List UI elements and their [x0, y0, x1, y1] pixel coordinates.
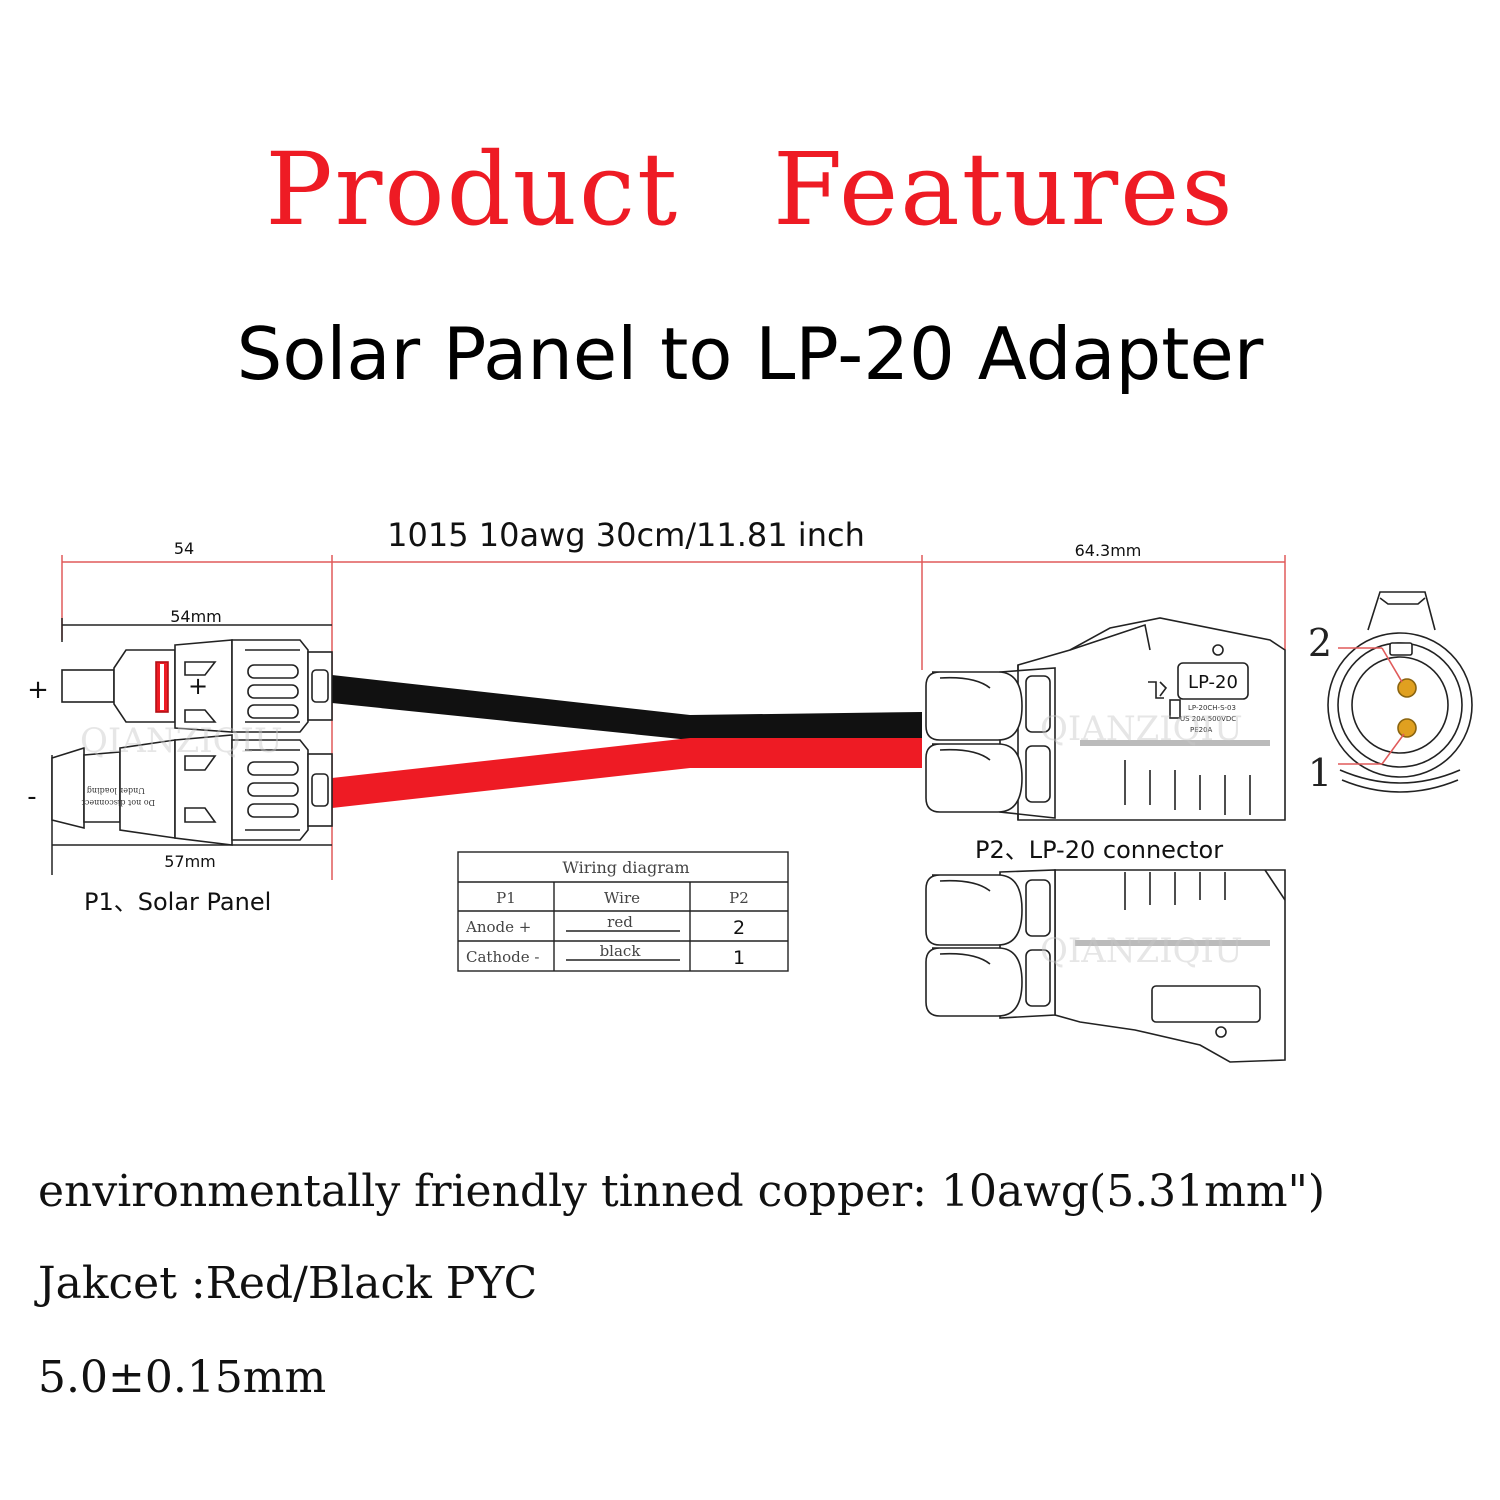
p1-male-plus-mark: + [188, 672, 208, 700]
spec-copper: environmentally friendly tinned copper: … [38, 1166, 1326, 1217]
polarity-minus: - [27, 782, 36, 812]
spec-diameter: 5.0±0.15mm [38, 1352, 327, 1403]
lp20-mark-line3: PE20A [1190, 726, 1213, 734]
wiring-header-wire: Wire [604, 889, 640, 907]
wiring-row2-wire: black [600, 942, 642, 960]
p1-female-warning-text: Do not disconnect Under loading [81, 786, 155, 807]
lp20-badge: LP-20 [1188, 672, 1238, 693]
lp20-connector-side [925, 869, 1286, 1063]
wire-black [332, 675, 922, 740]
polarity-plus: + [27, 675, 49, 705]
dim-cable: 1015 10awg 30cm/11.81 inch [387, 516, 865, 554]
watermark-2: QIANZIQIU [1040, 709, 1243, 749]
wiring-row2-p2: 1 [733, 947, 745, 969]
lp20-mark-line2: US 20A 500VDC [1180, 715, 1236, 723]
p1-female-connector [51, 734, 333, 846]
spec-jacket: Jakcet :Red/Black PYC [38, 1258, 538, 1309]
wiring-row1-wire: red [607, 913, 633, 931]
page-title: Product Features [265, 131, 1235, 248]
watermark-3: QIANZIQIU [1040, 931, 1243, 971]
wiring-row2-p1: Cathode - [466, 948, 539, 966]
p1-male-connector [61, 639, 333, 733]
dimension-lines [61, 555, 1286, 880]
dim-p2-total: 64.3mm [1075, 541, 1142, 560]
female-warning-line2: Under loading [87, 786, 145, 795]
dim-p1-female: 57mm [164, 852, 216, 871]
pin-2-label: 2 [1308, 621, 1332, 665]
wiring-row1-p2: 2 [733, 917, 745, 939]
wiring-header-p2: P2 [729, 889, 749, 907]
wire-red [332, 738, 922, 808]
wiring-row1-p1: Anode + [465, 918, 531, 936]
lp20-mark-line1: LP-20CH-S-03 [1188, 704, 1236, 712]
dim-p1-male: 54mm [170, 607, 222, 626]
pin-1-label: 1 [1308, 751, 1332, 795]
wiring-title: Wiring diagram [562, 858, 689, 877]
watermark-1: QIANZIQIU [80, 721, 283, 761]
wiring-table [457, 851, 789, 972]
label-p1: P1、Solar Panel [84, 888, 271, 916]
label-p2: P2、LP-20 connector [975, 836, 1223, 864]
page-subtitle: Solar Panel to LP-20 Adapter [236, 312, 1264, 396]
lp20-pin-view [1327, 591, 1473, 793]
wiring-header-p1: P1 [496, 889, 516, 907]
adapter-diagram: 54 1015 10awg 30cm/11.81 inch 64.3mm 54m… [27, 516, 1473, 1063]
female-warning-line1: Do not disconnect [81, 798, 155, 807]
lp20-connector-top [925, 617, 1286, 821]
dim-p1-total: 54 [174, 539, 194, 558]
